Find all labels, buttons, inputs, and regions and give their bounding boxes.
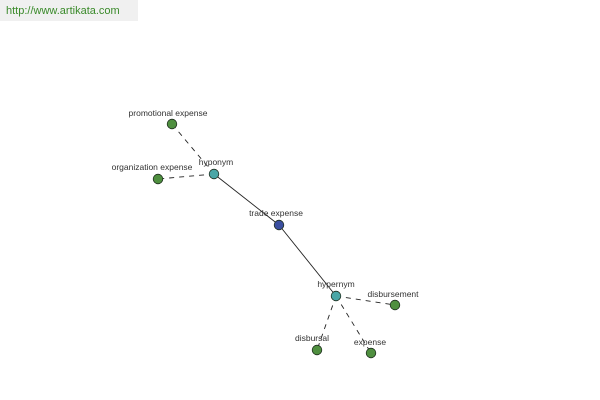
node-disbursal[interactable] <box>311 344 323 356</box>
node-label-disbursement[interactable]: disbursement <box>367 289 419 299</box>
node-label-org[interactable]: organization expense <box>112 162 193 172</box>
node-expense[interactable] <box>365 347 377 359</box>
node-label-hyponym[interactable]: hyponym <box>199 157 234 167</box>
node-label-disbursal[interactable]: disbursal <box>295 333 329 343</box>
edge-hyponym-org <box>157 173 215 180</box>
edge-trade-hyponym <box>213 173 280 226</box>
node-label-promo[interactable]: promotional expense <box>129 108 208 118</box>
edge-hypernym-expense <box>335 295 372 354</box>
site-url-link[interactable]: http://www.artikata.com <box>6 4 120 17</box>
node-org[interactable] <box>152 173 164 185</box>
node-hypernym[interactable] <box>330 290 342 302</box>
node-trade[interactable] <box>273 219 285 231</box>
node-hyponym[interactable] <box>208 168 220 180</box>
node-disbursement[interactable] <box>389 299 401 311</box>
graph-nodes <box>152 118 401 359</box>
node-label-expense[interactable]: expense <box>354 337 386 347</box>
node-promo[interactable] <box>166 118 178 130</box>
graph-edges <box>157 123 396 354</box>
node-label-hypernym[interactable]: hypernym <box>317 279 354 289</box>
node-label-trade[interactable]: trade expense <box>249 208 303 218</box>
site-url-bar: http://www.artikata.com <box>0 0 138 21</box>
edge-hyponym-promo <box>171 123 215 175</box>
graph-labels: trade expense hyponym hypernym promotional … <box>112 108 420 347</box>
edge-trade-hypernym <box>278 224 337 297</box>
